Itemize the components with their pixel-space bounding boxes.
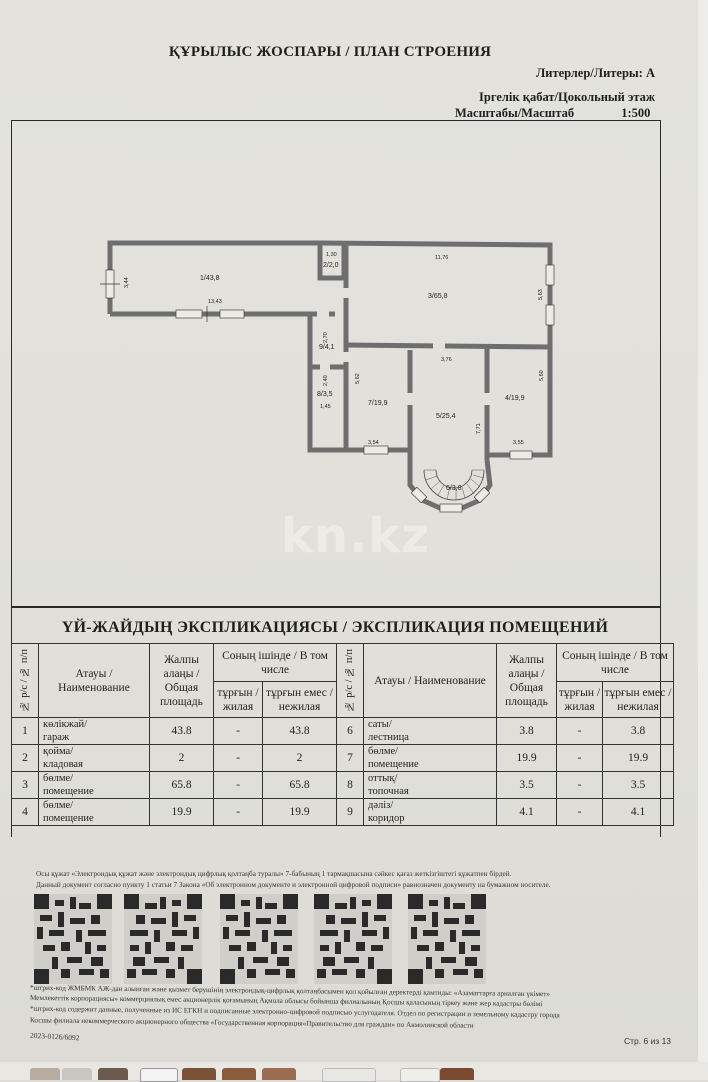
room-label-8: 8/3,5 bbox=[317, 391, 333, 398]
svg-text:7,71: 7,71 bbox=[476, 423, 482, 434]
header-nonliving-2: тұрғын емес / нежилая bbox=[602, 681, 674, 718]
svg-text:13,43: 13,43 bbox=[208, 299, 222, 305]
floor-plan: .w { fill:none; stroke:#6e6e6e; stroke-w… bbox=[100, 240, 555, 513]
room-label-9: 9/4,1 bbox=[319, 344, 335, 351]
svg-text:1,45: 1,45 bbox=[320, 404, 331, 410]
scale-label: Масштабы/Масштаб bbox=[455, 106, 575, 120]
thumbnail[interactable] bbox=[182, 1068, 216, 1080]
thumbnail[interactable] bbox=[98, 1068, 128, 1080]
header-total: Жалпы алаңы / Общая площадь bbox=[149, 643, 214, 718]
document-title: ҚҰРЫЛЫС ЖОСПАРЫ / ПЛАН СТРОЕНИЯ bbox=[168, 44, 492, 60]
svg-text:2,70: 2,70 bbox=[323, 332, 329, 343]
header-including-2: Соның ішінде / В том числе bbox=[556, 643, 674, 682]
plan-frame bbox=[11, 120, 661, 837]
page-number: Стр. 6 из 13 bbox=[624, 1036, 672, 1046]
footer-line-4: Косшы филиала некоммерческого акционерно… bbox=[29, 1016, 474, 1030]
table-row: 4 бөлме/помещение 19.9 - 19.9 9 дәліз/ко… bbox=[11, 798, 674, 826]
scale-value: 1:500 bbox=[621, 106, 651, 120]
room-label-7: 7/19,9 bbox=[368, 400, 388, 407]
header-num-2: № р/с / № п/п bbox=[344, 649, 355, 712]
qr-code-icon bbox=[408, 894, 486, 984]
room-label-1: 1/43,8 bbox=[200, 275, 220, 282]
header-nonliving: тұрғын емес / нежилая bbox=[262, 681, 337, 718]
header-name: Атауы / Наименование bbox=[38, 643, 150, 718]
page-edge bbox=[698, 0, 708, 1080]
room-label-3: 3/65,8 bbox=[428, 293, 448, 300]
legal-note-kz: Осы құжат «Электрондық құжат және электр… bbox=[36, 870, 512, 878]
room-label-2: 2/2,0 bbox=[323, 262, 339, 269]
qr-code-2 bbox=[124, 894, 202, 984]
scale-row: Масштабы/Масштаб 1:500 bbox=[455, 106, 650, 121]
thumbnail[interactable] bbox=[62, 1068, 92, 1080]
qr-code-icon bbox=[220, 894, 298, 984]
qr-code-4 bbox=[314, 894, 392, 984]
svg-text:5,63: 5,63 bbox=[538, 289, 544, 300]
qr-code-1 bbox=[34, 894, 112, 984]
svg-text:3,55: 3,55 bbox=[513, 440, 524, 446]
header-including: Соның ішінде / В том числе bbox=[213, 643, 337, 682]
qr-code-icon bbox=[314, 894, 392, 984]
svg-text:1,30: 1,30 bbox=[326, 252, 337, 258]
table-row: 1 көлікжай/гараж 43.8 - 43.8 6 саты/лест… bbox=[11, 717, 674, 745]
litera-label: Литерлер/Литеры: А bbox=[535, 66, 655, 80]
explication-table: № р/с / № п/п Атауы / Наименование Жалпы… bbox=[11, 643, 674, 826]
svg-text:3,76: 3,76 bbox=[441, 357, 452, 363]
frame-divider bbox=[11, 606, 661, 608]
header-name-2: Атауы / Наименование bbox=[363, 643, 497, 718]
qr-code-5 bbox=[408, 894, 486, 984]
qr-code-icon bbox=[34, 894, 112, 984]
svg-text:5,62: 5,62 bbox=[355, 373, 361, 384]
room-label-6: 6/3,8 bbox=[446, 485, 462, 492]
document-number: 2023-0126/6092 bbox=[29, 1030, 80, 1043]
header-total-2: Жалпы алаңы / Общая площадь bbox=[496, 643, 557, 718]
watermark: kn.kz bbox=[281, 508, 431, 564]
qr-code-3 bbox=[220, 894, 298, 984]
legal-note-ru: Данный документ согласно пункту 1 статьи… bbox=[36, 881, 551, 889]
svg-text:11,76: 11,76 bbox=[435, 255, 448, 261]
table-row: 3 бөлме/помещение 65.8 - 65.8 8 оттық/то… bbox=[11, 771, 674, 799]
header-living: тұрғын / жилая bbox=[213, 681, 263, 718]
header-living-2: тұрғын / жилая bbox=[556, 681, 603, 718]
thumbnail[interactable] bbox=[222, 1068, 256, 1080]
room-label-4: 4/19,9 bbox=[505, 395, 525, 402]
svg-text:3,44: 3,44 bbox=[124, 277, 130, 288]
thumbnail[interactable] bbox=[30, 1068, 60, 1080]
svg-text:5,60: 5,60 bbox=[539, 370, 545, 381]
explication-title: ҮЙ-ЖАЙДЫҢ ЭКСПЛИКАЦИЯСЫ / ЭКСПЛИКАЦИЯ ПО… bbox=[61, 619, 609, 636]
floor-label: Іргелік қабат/Цокольный этаж bbox=[479, 90, 655, 104]
header-num: № р/с / № п/п bbox=[19, 649, 30, 712]
thumbnail[interactable] bbox=[262, 1068, 296, 1080]
document-page: ҚҰРЫЛЫС ЖОСПАРЫ / ПЛАН СТРОЕНИЯ Литерлер… bbox=[0, 0, 700, 1060]
table-row: 2 қойма/кладовая 2 - 2 7 бөлме/помещение… bbox=[11, 744, 674, 772]
thumbnail[interactable] bbox=[440, 1068, 474, 1080]
qr-code-icon bbox=[124, 894, 202, 984]
room-label-5: 5/25,4 bbox=[436, 413, 456, 420]
svg-text:2,40: 2,40 bbox=[323, 375, 329, 386]
svg-text:3,54: 3,54 bbox=[368, 440, 379, 446]
